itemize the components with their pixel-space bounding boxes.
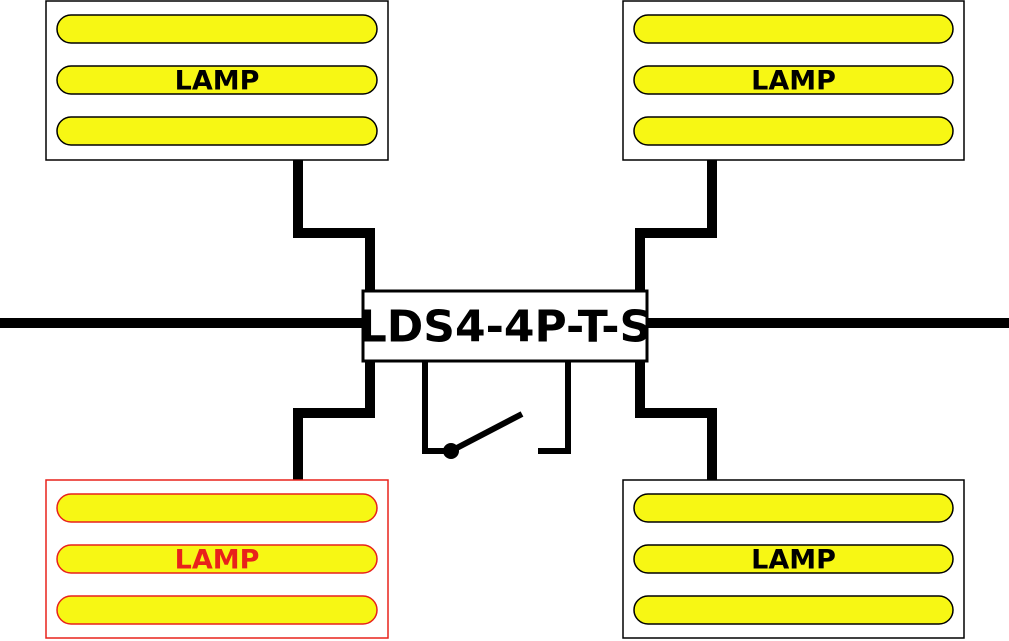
lamp-tube bbox=[56, 65, 378, 95]
wire-top-left bbox=[293, 160, 375, 292]
lamp-bottom-right: LAMP bbox=[622, 479, 965, 639]
lamp-label: LAMP bbox=[751, 66, 836, 97]
lamp-tube bbox=[633, 544, 954, 574]
lamp-label: LAMP bbox=[751, 545, 836, 576]
lamp-tube bbox=[633, 595, 954, 625]
wire-bottom-right bbox=[635, 360, 717, 480]
lamp-top-left: LAMP bbox=[45, 0, 389, 161]
lamp-label: LAMP bbox=[175, 545, 260, 576]
lamp-tube bbox=[56, 14, 378, 44]
switch-pivot bbox=[443, 443, 459, 459]
switch-wire-left bbox=[422, 360, 451, 454]
lamp-tube bbox=[56, 595, 378, 625]
controller-label: LDS4-4P-T-S bbox=[359, 302, 652, 353]
lamp-tube bbox=[633, 14, 954, 44]
lamp-tube bbox=[633, 493, 954, 523]
lamp-tube bbox=[56, 116, 378, 146]
lamp-top-right: LAMP bbox=[622, 0, 965, 161]
lamp-label: LAMP bbox=[175, 66, 260, 97]
switch-lever bbox=[449, 411, 524, 454]
lamp-bottom-left: LAMP bbox=[45, 479, 389, 639]
controller-box bbox=[361, 289, 649, 363]
controller: LDS4-4P-T-S bbox=[359, 289, 652, 363]
wire-bottom-left bbox=[293, 360, 375, 480]
lamp-tube bbox=[56, 544, 378, 574]
switch bbox=[422, 360, 571, 459]
lamp-tube bbox=[633, 116, 954, 146]
switch-wire-right bbox=[538, 360, 571, 454]
lamp-tube bbox=[633, 65, 954, 95]
lamp-tube bbox=[56, 493, 378, 523]
wire-top-right bbox=[635, 160, 717, 292]
